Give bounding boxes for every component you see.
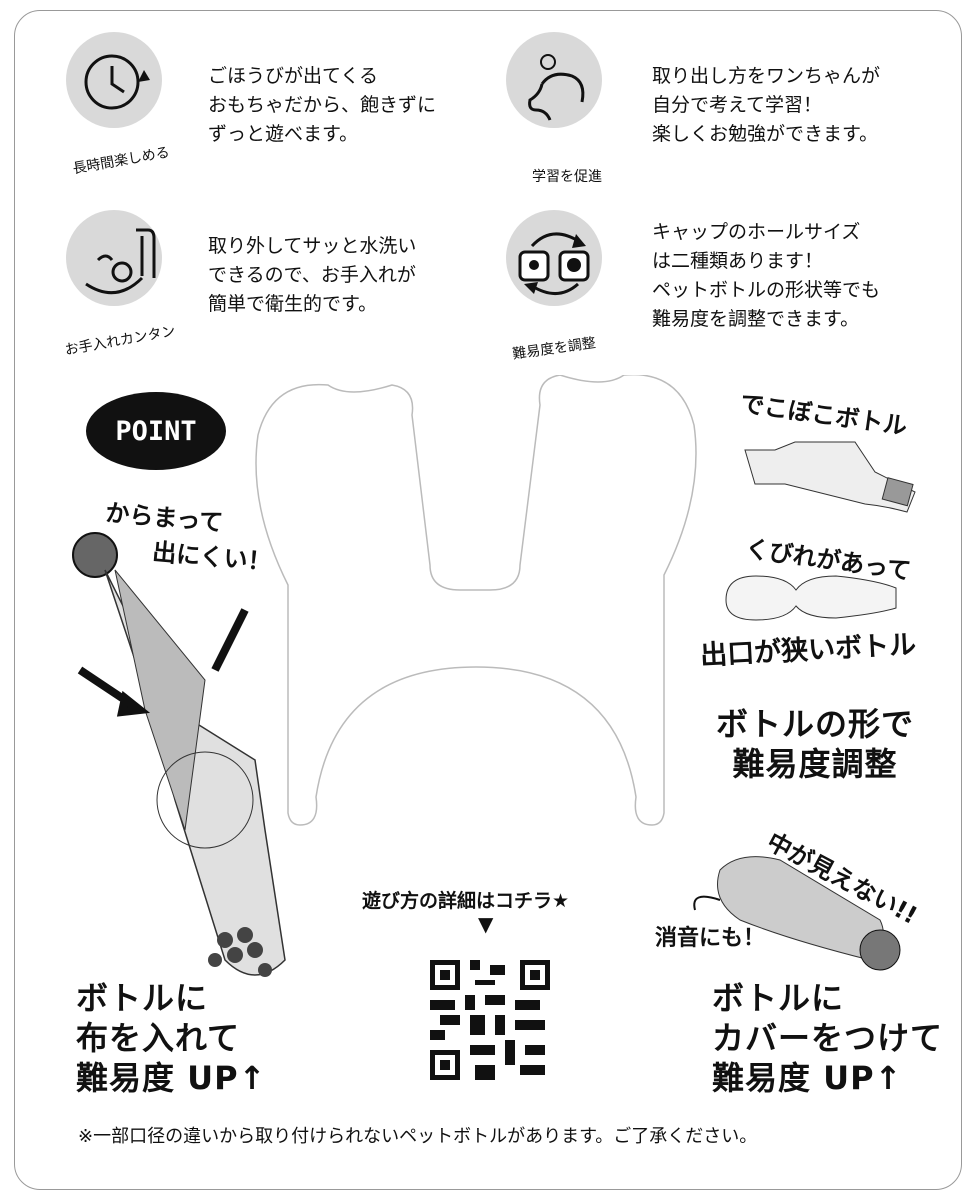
- feature-circle-long-play: [66, 32, 162, 128]
- quiet-label: 消音にも！: [655, 926, 766, 951]
- down-arrow-icon: ▼: [478, 912, 494, 936]
- feature-circle-learning: [506, 32, 602, 128]
- package-frame: [14, 10, 962, 1190]
- qr-heading: 遊び方の詳細はコチラ★: [362, 890, 570, 912]
- dog-idea-icon: [528, 54, 585, 121]
- feature-text: ごほうびが出てくるおもちゃだから、飽きずにずっと遊べます。: [208, 65, 437, 145]
- feature-circle-easy-care: [66, 210, 162, 306]
- qr-code[interactable]: [430, 960, 550, 1080]
- shape-title: ボトルの形で難易度調整: [716, 705, 915, 783]
- hanger-cutout-outline: [255, 375, 697, 826]
- bumpy-bottle-illustration: [744, 441, 916, 513]
- faucet-wash-icon: [85, 228, 156, 295]
- feature-label: 学習を促進: [532, 169, 602, 185]
- clock-icon: [84, 54, 150, 110]
- point-badge: POINT: [86, 392, 226, 470]
- covered-bottle-illustration: [693, 856, 901, 971]
- feature-text: 取り外してサッと水洗いできるので、お手入れが簡単で衛生的です。: [208, 235, 417, 315]
- swap-caps-icon: [518, 232, 590, 295]
- feature-text: 取り出し方をワンちゃんが自分で考えて学習！楽しくお勉強ができます。: [652, 65, 881, 145]
- cover-caption: ボトルにカバーをつけて難易度 UP↑: [712, 979, 944, 1097]
- narrow-bottle-illustration: [725, 575, 897, 621]
- feature-text: キャップのホールサイズは二種類あります！ペットボトルの形状等でも難易度を調整でき…: [652, 221, 881, 330]
- footer-note: ※一部口径の違いから取り付けられないペットボトルがあります。ご了承ください。: [78, 1126, 758, 1147]
- bottle-with-cloth-illustration: [72, 532, 286, 977]
- point-caption: ボトルに布を入れて難易度 UP↑: [76, 979, 267, 1097]
- feature-circle-difficulty: [506, 210, 602, 306]
